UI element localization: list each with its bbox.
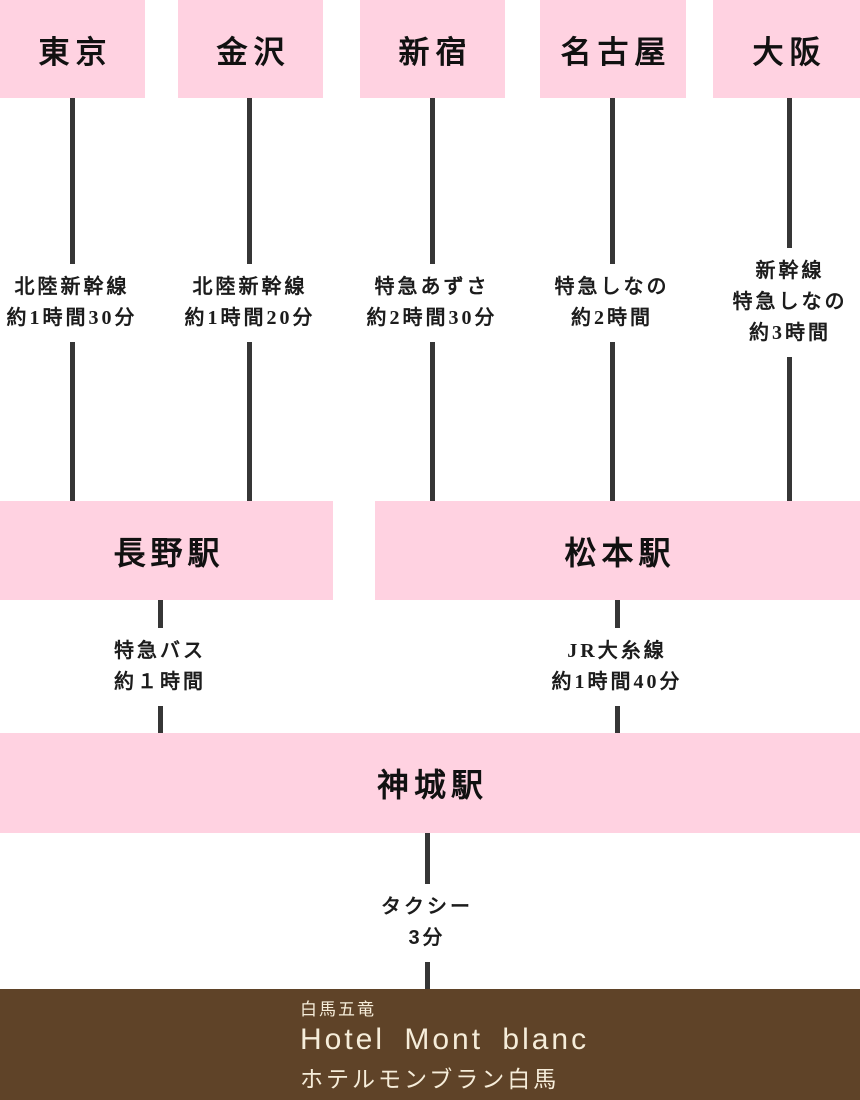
route-label-line: 約1時間40分 [551,671,683,693]
route-label-bus: 特急バス 約１時間 [112,628,208,706]
route-label-line: 約1時間20分 [184,307,316,329]
route-label-line: 約2時間30分 [366,307,498,329]
route-label-line: 約3時間 [749,322,831,344]
route-label-line: JR大糸線 [567,640,667,662]
route-label-line: 特急しなの [554,276,670,298]
node-osaka: 大阪 [713,0,860,98]
hotel-name-english: Hotel Mont blanc [300,1023,590,1056]
route-label-line: 約2時間 [571,307,653,329]
route-label-line: 3分 [408,927,446,949]
hotel-area-label: 白馬五竜 [300,1000,376,1019]
route-label-line: 特急あずさ [374,276,490,298]
route-label-line: 特急しなの [732,291,848,313]
route-label-line: 特急バス [114,640,206,662]
node-tokyo: 東京 [0,0,145,98]
route-label-jr-oito: JR大糸線 約1時間40分 [549,628,685,706]
node-matsumoto-station: 松本駅 [375,501,860,600]
node-hotel: 白馬五竜 Hotel Mont blanc ホテルモンブラン白馬 [0,989,860,1100]
route-label-taxi: タクシー 3分 [379,884,475,962]
route-label-kanazawa: 北陸新幹線 約1時間20分 [182,264,318,342]
hotel-name-japanese: ホテルモンブラン白馬 [300,1066,560,1092]
node-shinjuku: 新宿 [360,0,505,98]
route-label-line: 北陸新幹線 [14,276,130,298]
route-label-line: タクシー [381,896,473,918]
node-nagano-station: 長野駅 [0,501,333,600]
node-nagoya: 名古屋 [540,0,686,98]
node-kanazawa: 金沢 [178,0,323,98]
node-kamishiro-station: 神城駅 [0,733,860,833]
route-label-shinjuku: 特急あずさ 約2時間30分 [364,264,500,342]
route-label-tokyo: 北陸新幹線 約1時間30分 [4,264,140,342]
route-label-nagoya: 特急しなの 約2時間 [552,264,672,342]
route-label-line: 新幹線 [755,260,825,282]
route-label-line: 約1時間30分 [6,307,138,329]
route-label-line: 北陸新幹線 [192,276,308,298]
route-label-osaka: 新幹線 特急しなの 約3時間 [730,248,850,357]
route-label-line: 約１時間 [114,671,206,693]
